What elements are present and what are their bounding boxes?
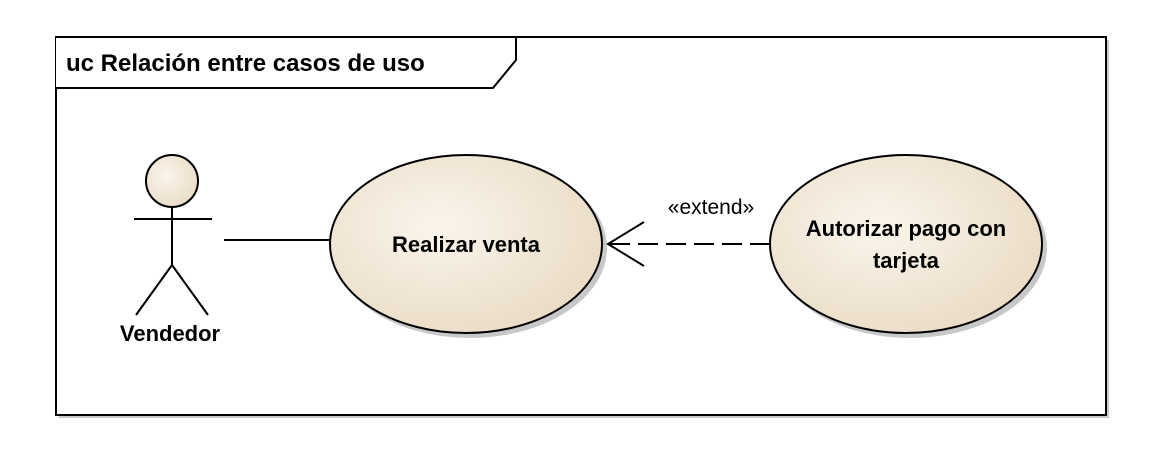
- actor-left-leg: [135, 264, 173, 316]
- arrowhead-icon: [606, 221, 645, 267]
- use-case-label: Realizar venta: [392, 232, 541, 257]
- use-case-realizar-venta[interactable]: Realizar venta: [329, 154, 607, 338]
- actor-label: Vendedor: [120, 321, 221, 346]
- use-case-label-line1: Autorizar pago con: [806, 216, 1006, 241]
- use-case-ellipse: [769, 154, 1043, 334]
- actor-right-leg: [171, 264, 209, 316]
- extend-relationship[interactable]: «extend»: [606, 196, 772, 267]
- actor-head-icon: [145, 154, 199, 208]
- extend-stereotype: «extend»: [668, 196, 754, 219]
- frame-title: uc Relación entre casos de uso: [66, 50, 425, 77]
- use-case-autorizar-pago[interactable]: Autorizar pago con tarjeta: [769, 154, 1047, 338]
- frame-title-tab: [56, 36, 517, 89]
- actor-vendedor[interactable]: Vendedor: [120, 154, 221, 346]
- use-case-ellipse: [329, 154, 603, 334]
- use-case-label-line2: tarjeta: [873, 248, 940, 273]
